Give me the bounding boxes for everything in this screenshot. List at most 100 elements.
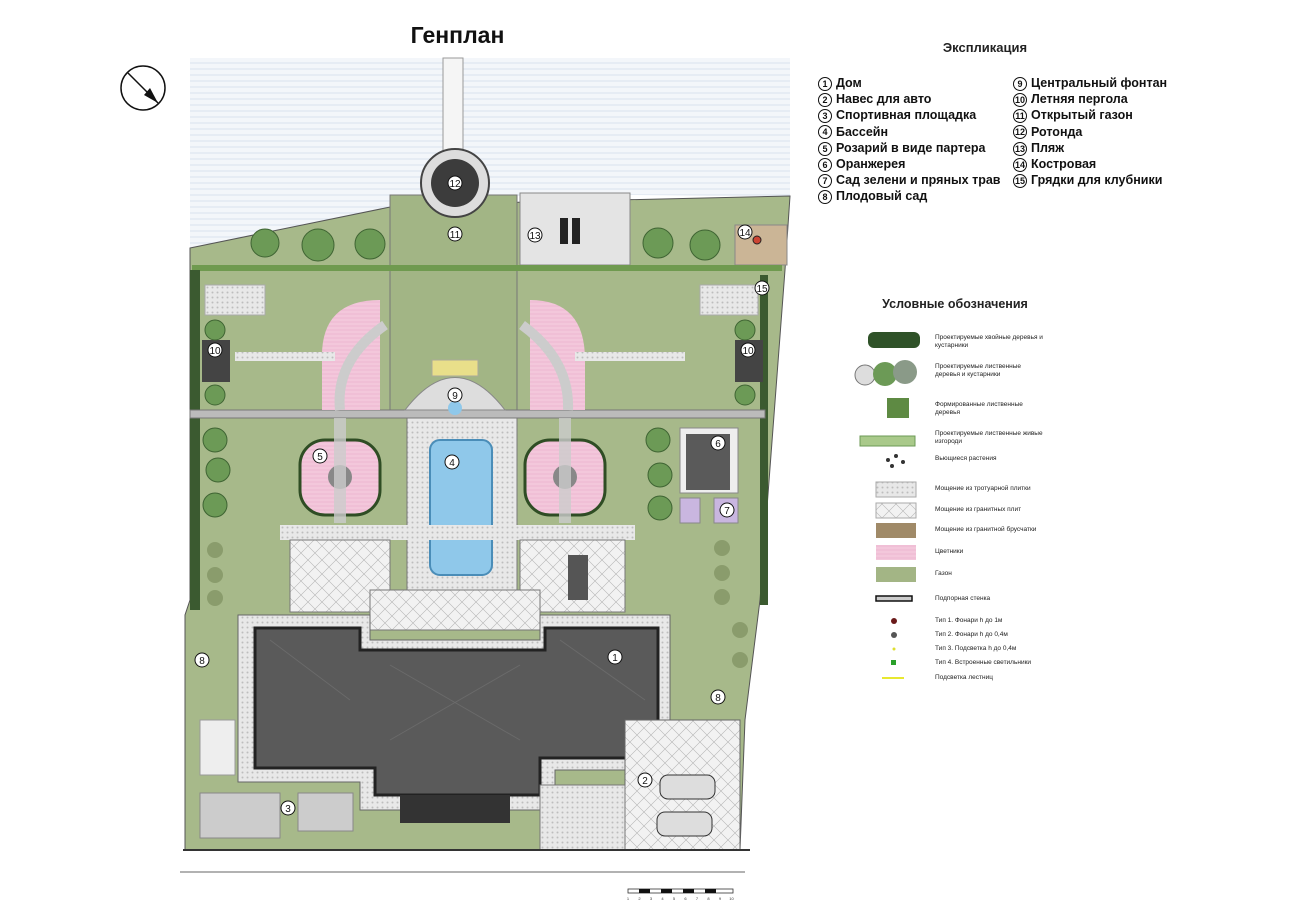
svg-text:14: 14 [739, 228, 751, 239]
svg-text:12: 12 [449, 179, 461, 190]
pool [429, 439, 493, 576]
explication-label: Грядки для клубники [1031, 173, 1163, 188]
svg-text:4: 4 [449, 458, 455, 469]
svg-text:3: 3 [285, 804, 291, 815]
number-badge: 12 [1013, 125, 1027, 140]
scale-tick-label: 1 [627, 896, 630, 901]
svg-text:13: 13 [529, 231, 541, 242]
number-badge: 5 [818, 141, 832, 156]
plan-label-2: 2 [637, 772, 653, 788]
explication-item: 6 Оранжерея [818, 156, 1001, 172]
page-title: Генплан [410, 22, 505, 48]
plan-label-5: 5 [312, 448, 328, 464]
explication-item: 12 Ротонда [1013, 124, 1167, 140]
north-arrow-icon [120, 65, 166, 111]
scale-bar [627, 888, 734, 894]
plan-label-6: 6 [710, 435, 726, 451]
number-badge: 15 [1013, 173, 1027, 188]
explication-item: 3 Спортивная площадка [818, 107, 1001, 124]
legend-label: Вьющиеся растения [935, 455, 997, 462]
legend-label: Тип 1. Фонари h до 1м [935, 617, 1003, 624]
svg-text:2: 2 [642, 776, 648, 787]
explication-item: 4 Бассейн [818, 124, 1001, 140]
svg-text:15: 15 [756, 284, 768, 295]
plan-label-4: 4 [444, 454, 460, 470]
explication-label: Бассейн [836, 124, 889, 139]
scale-tick-label: 6 [684, 896, 687, 901]
scale-tick-label: 4 [661, 896, 664, 901]
legend-label: Проектируемые лиственные живые изгороди [935, 430, 1043, 445]
number-badge: 6 [818, 157, 832, 172]
plan-label-15: 15 [754, 280, 770, 296]
plan-label-10b: 10 [740, 342, 756, 358]
legend-label: Формированные лиственные деревья [935, 401, 1023, 416]
scale-tick-label: 9 [719, 896, 722, 901]
number-badge: 2 [818, 92, 832, 107]
legend-label: Тип 2. Фонари h до 0,4м [935, 631, 1008, 638]
legend-label: Мощение из гранитной брусчатки [935, 526, 1037, 533]
explication-label: Розарий в виде партера [836, 140, 986, 155]
number-badge: 4 [818, 125, 832, 140]
explication-label: Пляж [1031, 140, 1065, 155]
scale-tick-label: 2 [638, 896, 641, 901]
svg-text:7: 7 [724, 506, 730, 517]
legend-swatches [854, 332, 920, 679]
explication-item: 13 Пляж [1013, 140, 1167, 156]
plan-label-1: 1 [607, 649, 623, 665]
number-badge: 1 [818, 76, 832, 91]
plan-label-8a: 8 [194, 652, 210, 668]
explication-item: 2 Навес для авто [818, 91, 1001, 107]
legend-label: Мощение из гранитных плит [935, 506, 1022, 513]
number-badge: 3 [818, 109, 832, 124]
explication-item: 7 Сад зелени и пряных трав [818, 172, 1001, 188]
number-badge: 11 [1013, 109, 1027, 124]
explication-label: Сад зелени и пряных трав [836, 173, 1001, 188]
number-badge: 14 [1013, 157, 1027, 172]
svg-text:6: 6 [715, 439, 721, 450]
svg-text:9: 9 [452, 391, 458, 402]
legend-label: Проектируемые хвойные деревья и кустарни… [935, 334, 1043, 349]
explication-label: Навес для авто [836, 92, 932, 107]
svg-text:8: 8 [715, 693, 721, 704]
number-badge: 13 [1013, 141, 1027, 156]
plan-label-9: 9 [447, 387, 463, 403]
svg-text:8: 8 [199, 656, 205, 667]
plan-label-3: 3 [280, 800, 296, 816]
svg-text:5: 5 [317, 452, 323, 463]
explication-label: Центральный фонтан [1031, 76, 1168, 90]
scale-tick-label: 3 [650, 896, 653, 901]
svg-text:10: 10 [742, 346, 754, 357]
explication-label: Ротонда [1031, 124, 1083, 139]
legend-label: Подсветка лестниц [935, 674, 993, 681]
scale-tick-label: 10 [729, 896, 734, 901]
svg-text:10: 10 [209, 346, 221, 357]
legend-label: Цветники [935, 548, 964, 555]
explication-label: Оранжерея [836, 157, 906, 172]
scale-tick-label: 7 [696, 896, 699, 901]
legend-label: Тип 4. Встроенные светильники [935, 659, 1032, 666]
plan-label-8b: 8 [710, 689, 726, 705]
number-badge: 10 [1013, 92, 1027, 107]
explication-label: Спортивная площадка [836, 108, 977, 123]
number-badge: 7 [818, 173, 832, 188]
plan-label-10a: 10 [207, 342, 223, 358]
water-area [190, 58, 790, 248]
number-badge: 9 [1013, 76, 1027, 91]
rosary-right [523, 418, 607, 523]
plan-label-12: 12 [447, 175, 463, 191]
plan-label-13: 13 [527, 227, 543, 243]
scale-tick-label: 8 [707, 896, 710, 901]
explication-label: Плодовый сад [836, 189, 928, 204]
legend-label: Подпорная стенка [935, 595, 991, 602]
explication-label: Костровая [1031, 157, 1097, 172]
scale-tick-label: 5 [673, 896, 676, 901]
svg-text:1: 1 [612, 653, 618, 664]
explication-item: 14 Костровая [1013, 156, 1167, 172]
explication-heading: Экспликация [942, 40, 1028, 55]
